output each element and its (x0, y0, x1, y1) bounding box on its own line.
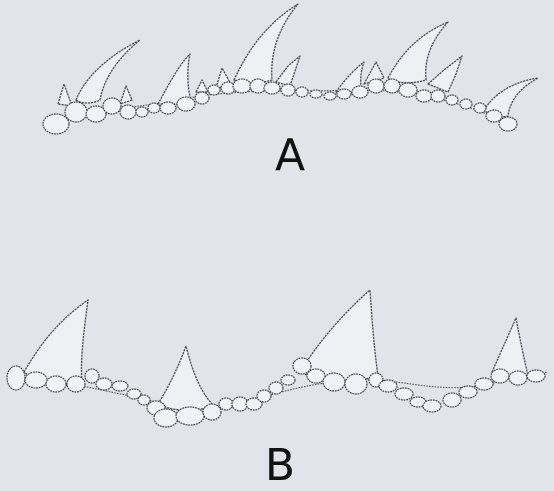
panel-b-bead (269, 382, 283, 394)
panel-a-spine-4 (158, 54, 192, 104)
panel-a-bead (281, 84, 295, 96)
panel-a-bead (499, 117, 517, 131)
panel-a-bead (233, 79, 251, 93)
panel-b: B (7, 290, 548, 491)
panel-a-spine-2 (58, 84, 72, 106)
panel-a-bead (446, 95, 458, 105)
panel-b-bead (423, 400, 441, 412)
panel-b-label: B (265, 440, 295, 491)
panel-a-bead (148, 103, 160, 113)
panel-b-bead (323, 373, 345, 391)
panel-a-label: A (275, 130, 305, 181)
panel-b-bead (176, 407, 204, 425)
panel-a-spine-5 (196, 80, 208, 92)
panel-b-bead (219, 398, 233, 410)
panel-b-bead (154, 409, 178, 427)
panel-a-bead (177, 97, 195, 111)
panel-a-bead (208, 85, 220, 95)
panel-a-bead (416, 90, 432, 102)
panel-a: A (43, 4, 538, 181)
panel-a-bead (460, 99, 472, 109)
panel-a-bead (160, 102, 176, 114)
panel-b-bead (138, 395, 150, 405)
panel-b-spine-3 (300, 290, 378, 381)
panel-a-bead (310, 90, 322, 98)
panel-b-bead (475, 378, 493, 390)
panel-a-bead (103, 98, 121, 114)
panel-a-bead (431, 90, 445, 102)
panel-b-bead (379, 380, 397, 392)
panel-b-spine-2 (158, 346, 214, 410)
panel-b-bead (257, 390, 271, 402)
panel-b-bead (112, 381, 128, 391)
panel-a-bead (384, 79, 400, 93)
panel-a-bead (368, 79, 384, 93)
panel-b-bead (96, 378, 112, 390)
panel-a-spine-1 (76, 40, 140, 103)
panel-a-bead (250, 79, 266, 93)
panel-a-bead (120, 105, 136, 119)
panel-a-spine-12 (428, 56, 462, 92)
panel-b-bead (395, 388, 413, 400)
panel-a-bead (337, 89, 351, 99)
panel-a-bead (399, 83, 417, 97)
panel-b-bead (491, 369, 509, 383)
panel-b-bead (527, 370, 545, 382)
panel-b-bead (281, 375, 295, 385)
panel-a-spine-8 (276, 56, 300, 86)
panel-b-bead (203, 404, 221, 420)
panel-b-bead (509, 371, 527, 385)
panel-b-bead (459, 386, 477, 398)
panel-a-bead (195, 92, 209, 104)
panel-a-spine-3 (120, 86, 132, 104)
panel-b-bead (46, 376, 66, 392)
panel-a-spine-11 (388, 22, 448, 83)
panel-a-bead (43, 114, 69, 134)
panel-a-bead (352, 86, 368, 98)
panel-a-bead (296, 87, 308, 97)
panel-a-bead (486, 110, 502, 122)
panel-a-bead (136, 107, 148, 117)
panel-a-bead (65, 102, 87, 122)
panel-b-bead (443, 393, 461, 407)
panel-b-bead (7, 366, 25, 390)
panel-a-bead (474, 103, 486, 113)
panel-b-bead (345, 374, 367, 394)
panel-b-bead (307, 369, 325, 383)
panel-a-bead (324, 92, 336, 100)
panel-b-bead (67, 376, 85, 392)
panel-a-bead (264, 82, 280, 94)
panel-b-bead (25, 372, 47, 388)
